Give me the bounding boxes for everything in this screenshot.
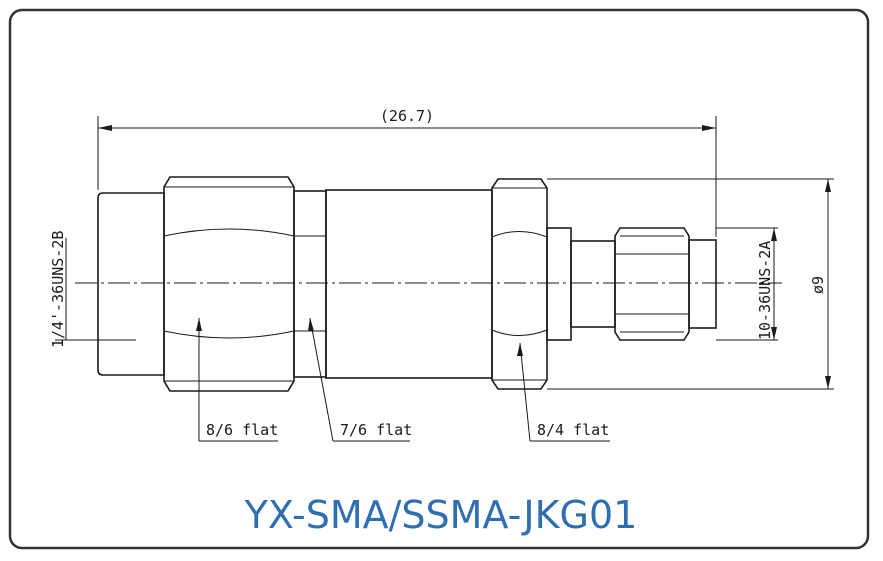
left-thread-label: 1/4'-36UNS-2B [49, 231, 67, 348]
left-cap [97, 192, 165, 376]
threaded-tip [688, 239, 717, 329]
frame-border [8, 8, 870, 550]
diameter-dimension: ø9 [547, 178, 834, 390]
small-hex [614, 227, 690, 341]
collar [293, 190, 327, 378]
callout-label-3: 8/4 flat [537, 421, 609, 439]
body [325, 189, 493, 379]
diameter-label: ø9 [809, 276, 827, 294]
callout-right-hex: 8/4 flat [517, 342, 610, 442]
callout-label-1: 8/6 flat [206, 421, 278, 439]
shoulder [546, 227, 616, 341]
callout-collar: 7/6 flat [308, 317, 412, 442]
left-hex-nut [163, 176, 295, 392]
callout-left-hex: 8/6 flat [196, 318, 278, 442]
right-thread-label: 10-36UNS-2A [756, 241, 774, 340]
model-title: YX-SMA/SSMA-JKG01 [244, 493, 638, 537]
left-thread-dimension: 1/4'-36UNS-2B [49, 231, 136, 348]
length-dimension: (26.7) [97, 107, 717, 237]
length-label: (26.7) [380, 107, 434, 125]
callout-label-2: 7/6 flat [340, 421, 412, 439]
right-hex-nut [491, 178, 548, 390]
right-thread-dimension: 10-36UNS-2A [716, 227, 778, 341]
